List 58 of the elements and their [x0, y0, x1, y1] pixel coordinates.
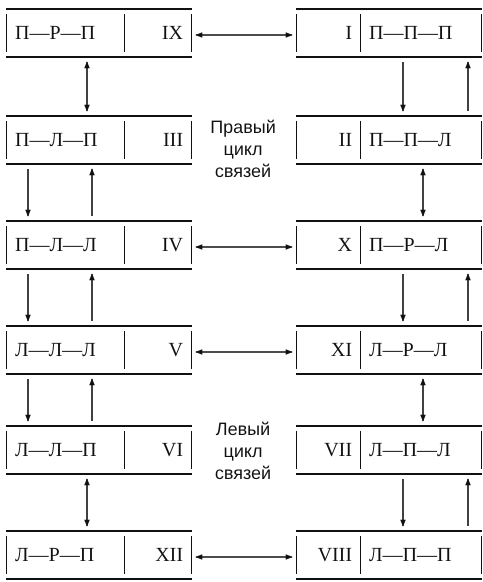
arrow	[195, 349, 293, 355]
cell-text: I	[296, 14, 360, 52]
cell-text: X	[296, 226, 360, 264]
arrow	[25, 379, 31, 422]
arrow	[195, 32, 293, 38]
cell-text: П—Р—П	[6, 14, 124, 52]
arrow	[420, 378, 426, 422]
process-box	[6, 530, 192, 580]
arrow	[400, 479, 406, 527]
cell-text: Л—Р—П	[6, 536, 124, 574]
cell-text: Л—Р—Л	[360, 331, 482, 369]
cycle-label: Правый цикл связей	[209, 116, 277, 182]
cycle-label: Левый цикл связей	[214, 418, 272, 484]
cell-text: VIII	[296, 536, 360, 574]
cell-text: П—Л—Л	[6, 226, 124, 264]
arrow	[465, 273, 471, 321]
arrow	[25, 169, 31, 217]
cell-text: VII	[296, 431, 360, 469]
process-box	[296, 325, 482, 375]
arrow	[25, 274, 31, 322]
cell-text: II	[296, 121, 360, 159]
cell-text: Л—П—Л	[360, 431, 482, 469]
cell-text: V	[124, 331, 192, 369]
arrow	[89, 378, 95, 421]
cell-text: П—Л—П	[6, 121, 124, 159]
arrow	[465, 61, 471, 111]
arrow	[84, 61, 90, 112]
process-box	[296, 220, 482, 270]
process-box	[296, 530, 482, 580]
process-box	[6, 115, 192, 165]
cell-text: IX	[124, 14, 192, 52]
arrow	[195, 554, 293, 560]
arrow	[195, 244, 293, 250]
process-box	[6, 220, 192, 270]
cell-text: XII	[124, 536, 192, 574]
arrow	[420, 168, 426, 217]
cell-text: III	[124, 121, 192, 159]
cell-text: XI	[296, 331, 360, 369]
arrow	[465, 478, 471, 526]
process-box	[6, 325, 192, 375]
cell-text: П—П—П	[360, 14, 482, 52]
process-box	[6, 8, 192, 58]
arrow	[89, 168, 95, 216]
process-box	[296, 8, 482, 58]
cell-text: Л—П—П	[360, 536, 482, 574]
cell-text: Л—Л—П	[6, 431, 124, 469]
arrow	[89, 273, 95, 321]
cell-text: VI	[124, 431, 192, 469]
process-box	[6, 425, 192, 475]
cell-text: П—Р—Л	[360, 226, 482, 264]
arrow	[400, 62, 406, 112]
cell-text: IV	[124, 226, 192, 264]
arrow	[84, 478, 90, 527]
arrow	[400, 274, 406, 322]
cell-text: Л—Л—Л	[6, 331, 124, 369]
cell-text: П—П—Л	[360, 121, 482, 159]
process-box	[296, 425, 482, 475]
process-box	[296, 115, 482, 165]
